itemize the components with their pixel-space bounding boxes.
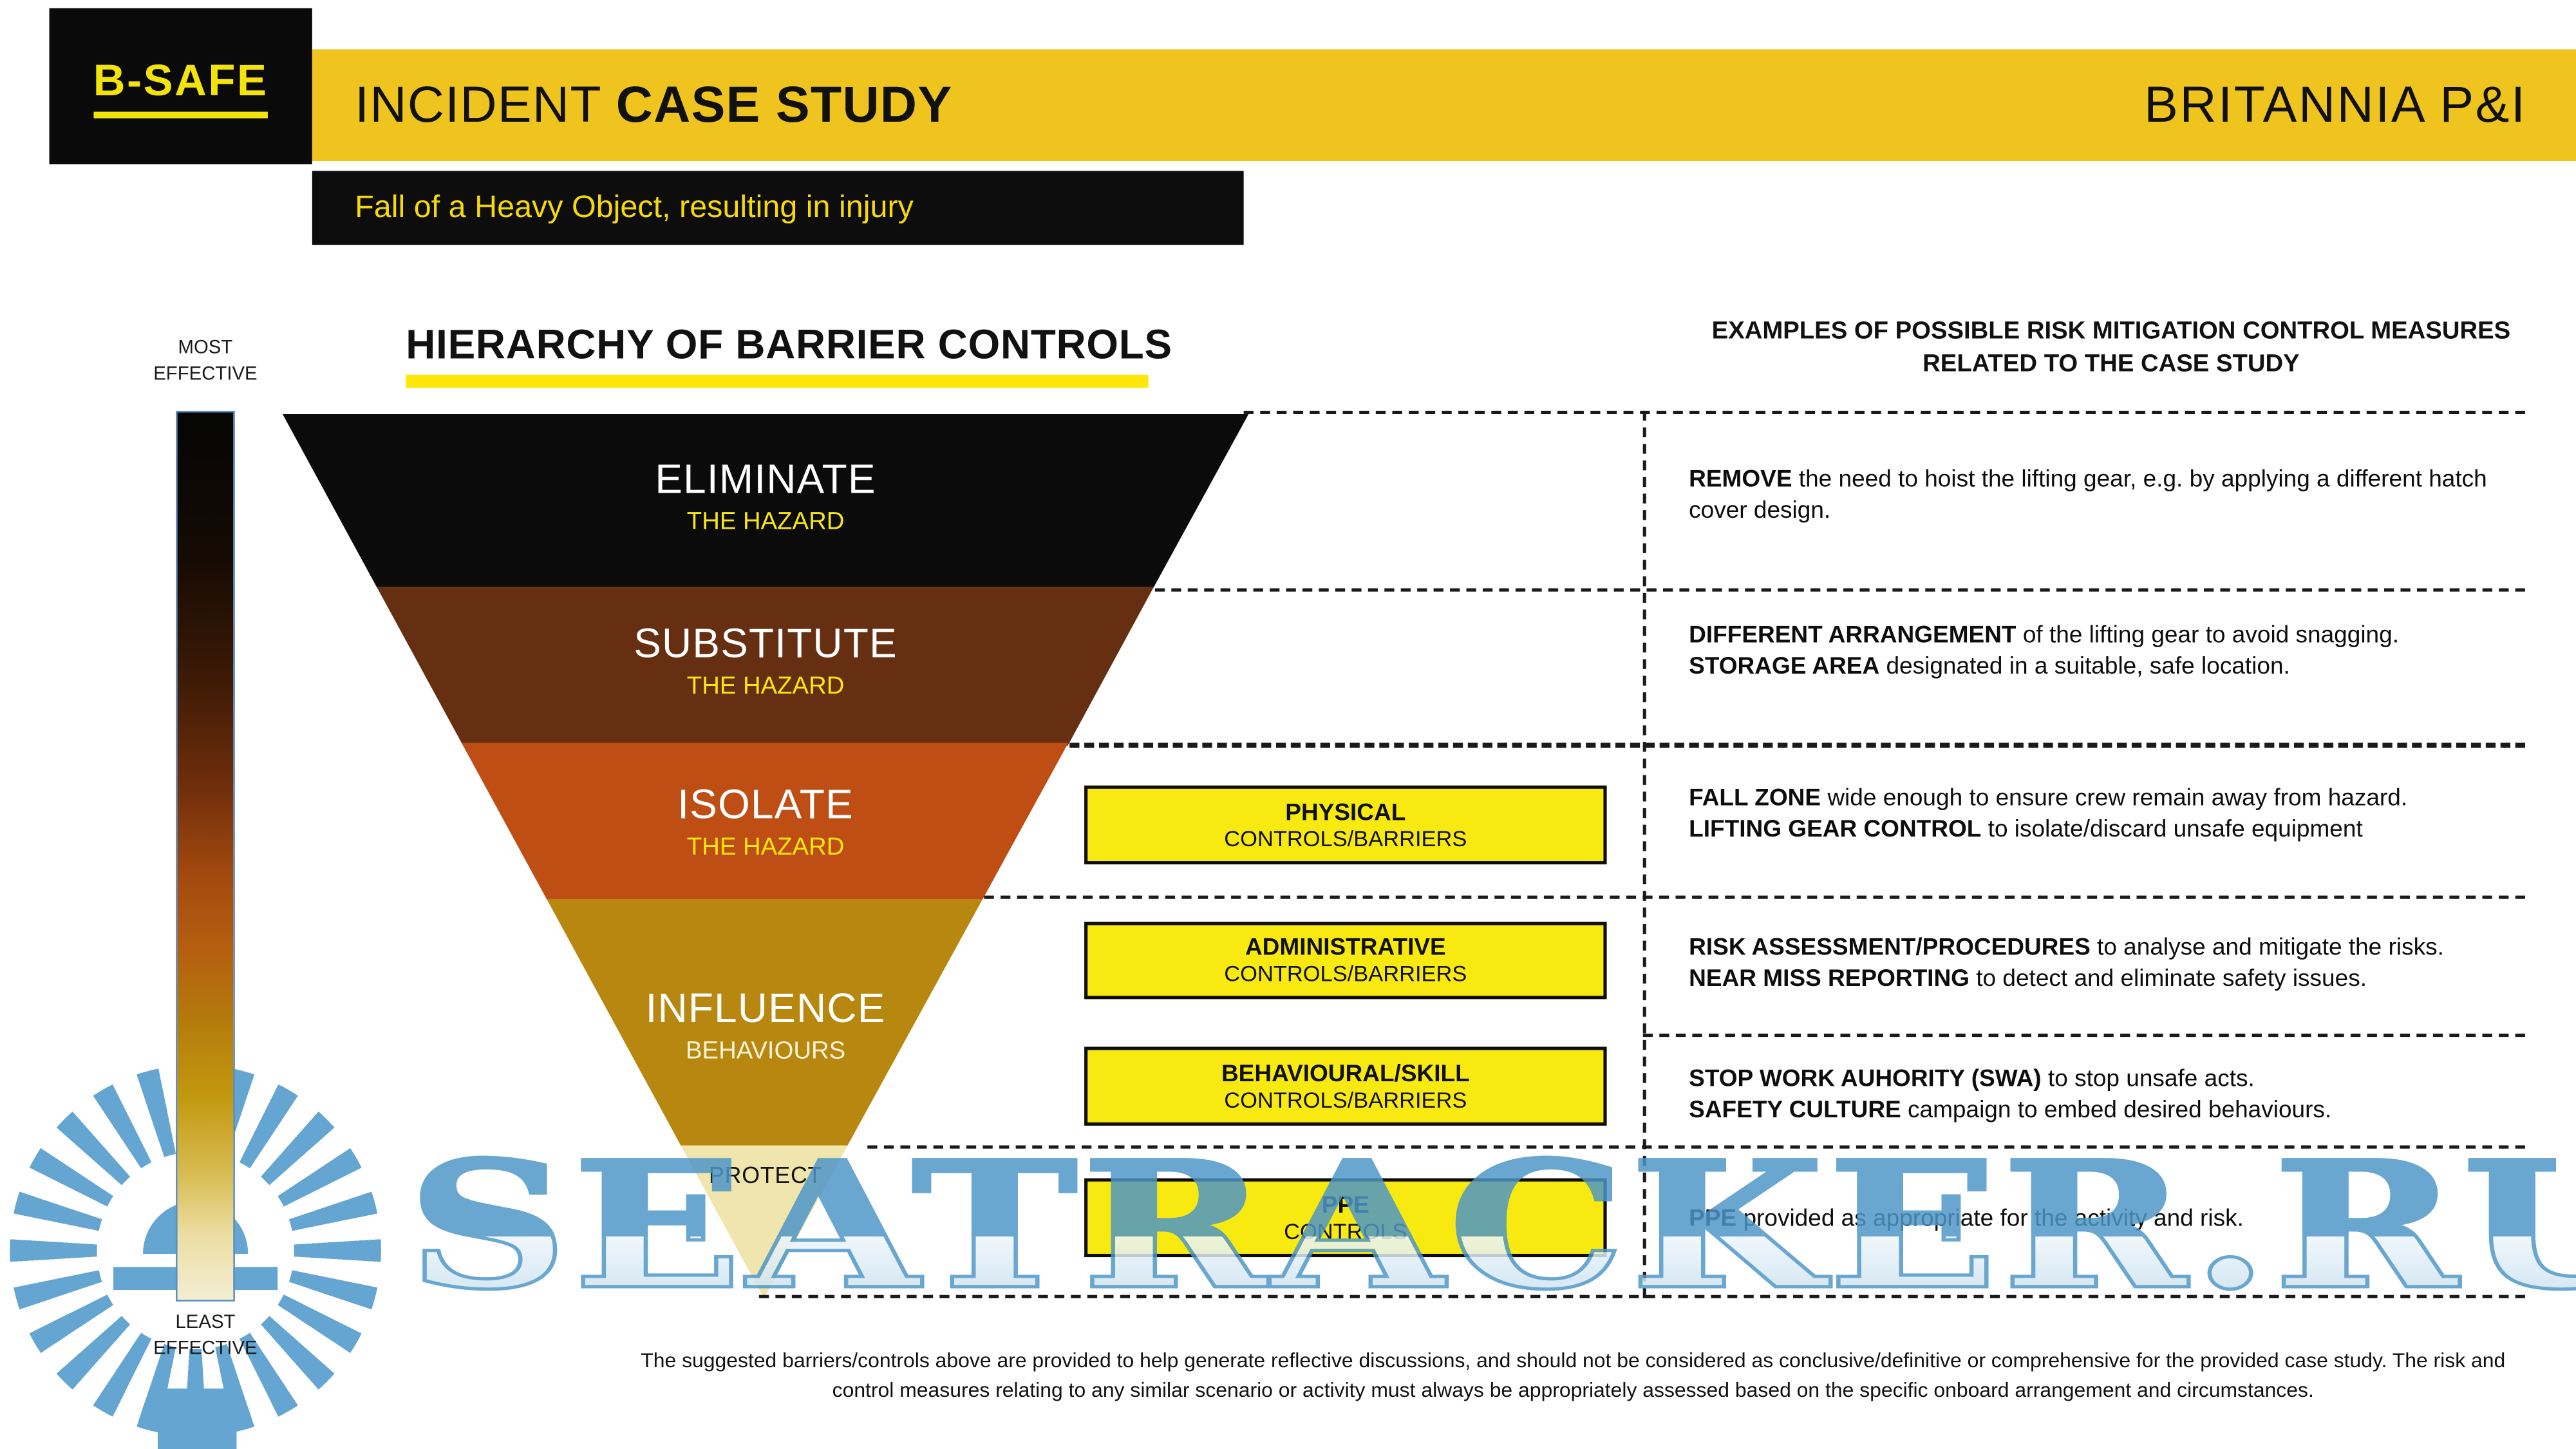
control-box-administrative: ADMINISTRATIVE CONTROLS/BARRIERS: [1084, 922, 1607, 999]
pyramid-label-substitute: SUBSTITUTE THE HAZARD: [634, 621, 898, 701]
most-effective-label: MOST EFFECTIVE: [153, 338, 258, 384]
dashed-divider-4: [1642, 1034, 2525, 1037]
disclaimer-text: The suggested barriers/controls above ar…: [641, 1349, 2506, 1401]
dashed-divider-top: [1243, 410, 2525, 415]
page-title-bold: CASE STUDY: [616, 75, 953, 133]
brand-name: BRITANNIA P&I: [2144, 75, 2527, 133]
incident-subtitle-bar: Fall of a Heavy Object, resulting in inj…: [312, 171, 1244, 245]
dashed-divider-bottom: [758, 1294, 2525, 1298]
hierarchy-pyramid: ELIMINATE THE HAZARD SUBSTITUTE THE HAZA…: [282, 414, 1249, 1298]
pyramid-label-influence: INFLUENCE BEHAVIOURS: [645, 986, 886, 1065]
example-eliminate: REMOVE the need to hoist the lifting gea…: [1689, 466, 2487, 526]
pyramid-level-isolate: [461, 743, 1069, 901]
example-behavioural: STOP WORK AUHORITY (SWA) to stop unsafe …: [1689, 1066, 2332, 1125]
dashed-divider-5: [867, 1145, 2525, 1149]
example-administrative: RISK ASSESSMENT/PROCEDURES to analyse an…: [1689, 934, 2444, 994]
pyramid-level-eliminate: [282, 414, 1249, 589]
dashed-divider-1: [1154, 588, 2525, 592]
page-title-regular: INCIDENT: [355, 75, 616, 133]
example-substitute: DIFFERENT ARRANGEMENT of the lifting gea…: [1689, 623, 2400, 681]
example-isolate: FALL ZONE wide enough to ensure crew rem…: [1689, 785, 2408, 844]
dashed-divider-3: [984, 895, 2525, 899]
dashed-divider-vertical: [1642, 410, 1646, 1298]
effectiveness-gradient-bar: [176, 410, 235, 1302]
pyramid-label-protect: PROTECT: [283, 1162, 1248, 1188]
bsafe-logo-text: B-SAFE: [93, 55, 268, 118]
watermark-text: SEATRACKER.RU: [406, 1135, 2576, 1321]
watermark-sun-foot: [157, 1388, 237, 1449]
hierarchy-title: HIERARCHY OF BARRIER CONTROLS: [406, 322, 1172, 368]
hierarchy-title-underline: [406, 374, 1149, 388]
least-effective-label: LEAST EFFECTIVE: [153, 1312, 258, 1359]
incident-subtitle: Fall of a Heavy Object, resulting in inj…: [355, 189, 914, 225]
control-box-ppe: PPE CONTROLS: [1084, 1178, 1607, 1258]
pyramid-label-isolate: ISOLATE THE HAZARD: [677, 782, 854, 862]
dashed-divider-2: [1069, 743, 2525, 748]
pyramid-label-eliminate: ELIMINATE THE HAZARD: [655, 457, 876, 536]
control-box-behavioural-skill: BEHAVIOURAL/SKILL CONTROLS/BARRIERS: [1084, 1046, 1607, 1126]
example-ppe: PPE provided as appropriate for the acti…: [1689, 1204, 2497, 1236]
bsafe-logo: B-SAFE: [49, 8, 312, 165]
control-box-physical: PHYSICAL CONTROLS/BARRIERS: [1084, 785, 1607, 865]
header-bar: INCIDENT CASE STUDY BRITANNIA P&I: [312, 49, 2576, 162]
examples-heading: EXAMPLES OF POSSIBLE RISK MITIGATION CON…: [1711, 317, 2511, 379]
page-title: INCIDENT CASE STUDY: [355, 75, 952, 135]
pyramid-level-substitute: [376, 586, 1154, 746]
